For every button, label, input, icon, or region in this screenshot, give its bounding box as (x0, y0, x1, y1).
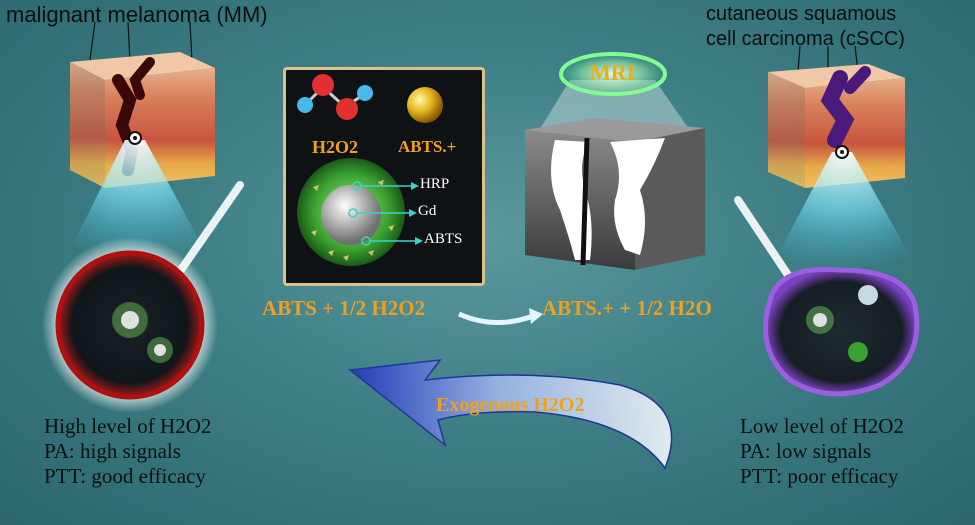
inset-graphics (297, 74, 443, 266)
left-illustration (42, 21, 244, 413)
light-beam-left (65, 140, 210, 260)
left-caption-line-1: High level of H2O2 (44, 414, 212, 438)
gd-pointer (348, 208, 409, 218)
inset-hrp-label: HRP (420, 176, 450, 192)
mri-cube-illustration (525, 52, 705, 270)
right-caption: Low level of H2O2 PA: low signals PTT: p… (740, 414, 904, 489)
right-caption-line-1: Low level of H2O2 (740, 414, 904, 438)
right-title-line-2: cell carcinoma (cSCC) (706, 28, 905, 50)
left-caption-line-3: PTT: good efficacy (44, 464, 206, 488)
left-caption: High level of H2O2 PA: high signals PTT:… (44, 414, 211, 489)
inset-abts-radical-label: ABTS.+ (398, 137, 457, 156)
inset-h2o2-label: H2O2 (312, 137, 359, 157)
h2o2-molecule-icon (297, 74, 373, 120)
exogenous-label: Exogenous H2O2 (436, 394, 585, 416)
exogenous-arrow (348, 359, 673, 470)
right-title-line-1: cutaneous squamous (706, 3, 897, 25)
left-caption-line-2: PA: high signals (44, 439, 181, 463)
skin-block-scc (768, 64, 905, 188)
light-beam-right (770, 152, 918, 270)
left-pointer-line-2 (127, 21, 131, 63)
right-pointer-line-1 (797, 45, 801, 73)
right-illustration (734, 45, 920, 397)
mri-label: MRI (590, 60, 636, 85)
abts-pointer (361, 236, 415, 246)
inset-abts-label: ABTS (424, 231, 463, 247)
left-title: malignant melanoma (MM) (6, 2, 268, 27)
right-title: cutaneous squamous cell carcinoma (cSCC) (706, 2, 905, 52)
abts-radical-icon (407, 87, 443, 123)
inset-gd-label: Gd (418, 203, 437, 219)
left-pointer-line-3 (189, 21, 193, 63)
reaction-arrow (457, 308, 543, 326)
hrp-pointer (352, 181, 411, 191)
right-caption-line-2: PA: low signals (740, 439, 872, 463)
reaction-left: ABTS + 1/2 H2O2 (262, 296, 426, 320)
reaction-right: ABTS.+ + 1/2 H2O (542, 296, 712, 320)
left-pointer-line-1 (89, 21, 96, 61)
right-caption-line-3: PTT: poor efficacy (740, 464, 899, 488)
tumor-scc (763, 266, 920, 397)
mri-ring (559, 52, 667, 96)
